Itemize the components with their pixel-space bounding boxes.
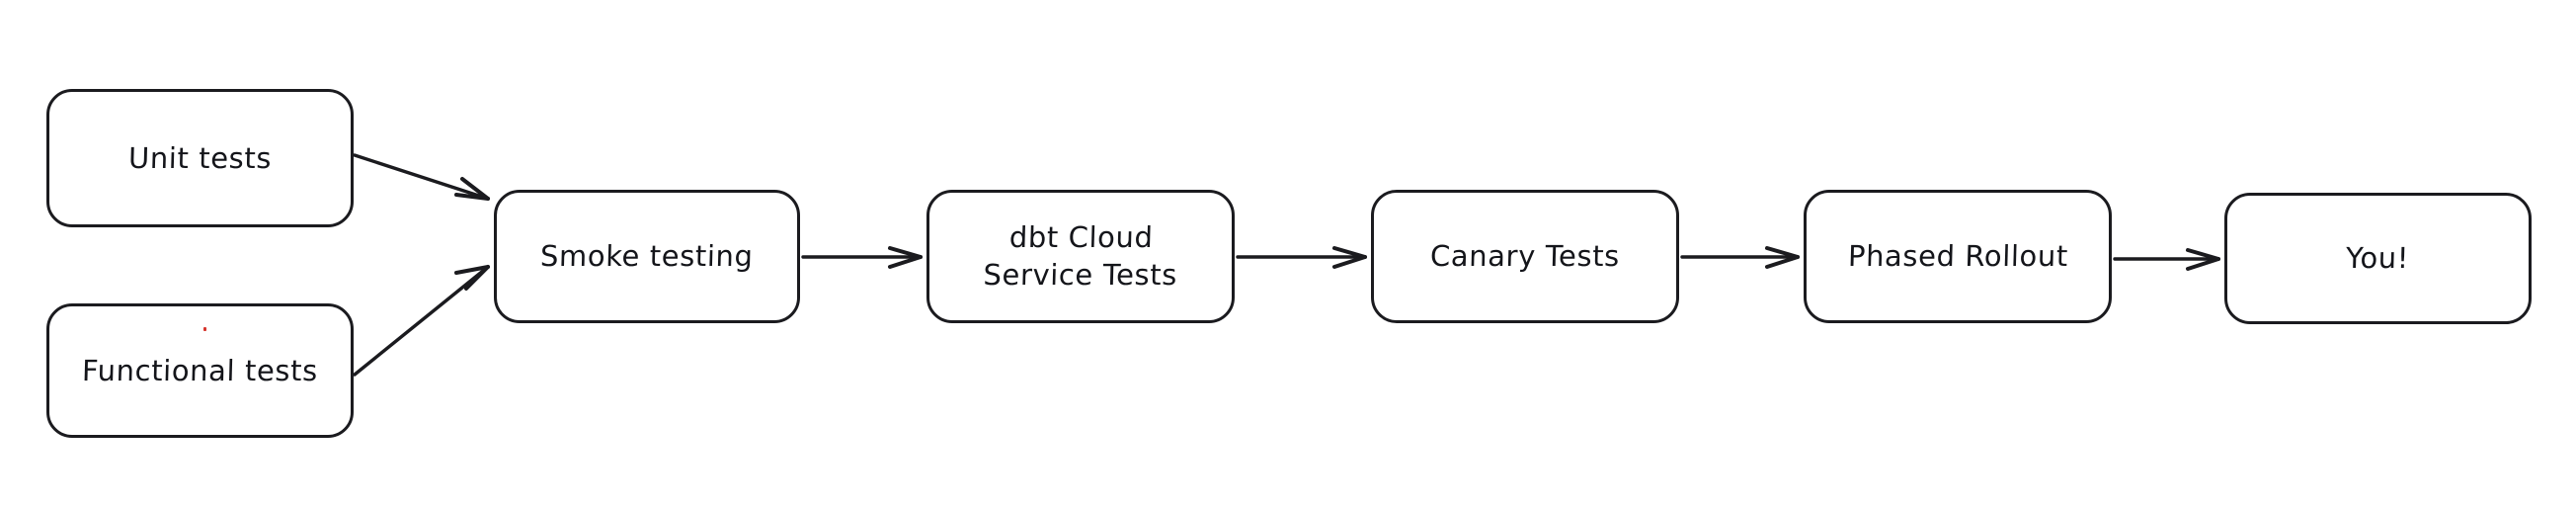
node-dbt-cloud-service-tests[interactable]: dbt Cloud Service Tests xyxy=(926,190,1235,323)
node-label-functional-tests: Functional tests xyxy=(81,353,319,387)
edge-dbt-to-canary xyxy=(1236,246,1367,269)
node-label-phased-rollout: Phased Rollout xyxy=(1847,239,2068,274)
node-smoke-testing[interactable]: Smoke testing xyxy=(494,190,800,323)
node-unit-tests[interactable]: Unit tests xyxy=(46,89,354,227)
node-canary-tests[interactable]: Canary Tests xyxy=(1371,190,1679,323)
edge-smoke-to-dbt xyxy=(801,246,923,269)
edge-unit-to-smoke xyxy=(353,153,490,201)
ink-speck xyxy=(203,327,206,331)
edge-functional-to-smoke xyxy=(353,265,490,377)
node-you[interactable]: You! xyxy=(2224,193,2532,324)
node-phased-rollout[interactable]: Phased Rollout xyxy=(1804,190,2112,323)
node-label-you: You! xyxy=(2346,241,2410,276)
node-label-unit-tests: Unit tests xyxy=(127,140,273,175)
edge-canary-to-phased xyxy=(1680,246,1800,269)
node-label-canary-tests: Canary Tests xyxy=(1429,239,1621,274)
edge-phased-to-you xyxy=(2113,248,2220,271)
node-functional-tests[interactable]: Functional tests xyxy=(46,303,354,438)
node-label-smoke-testing: Smoke testing xyxy=(539,239,755,274)
node-label-dbt-cloud-service-tests: dbt Cloud Service Tests xyxy=(982,220,1178,293)
